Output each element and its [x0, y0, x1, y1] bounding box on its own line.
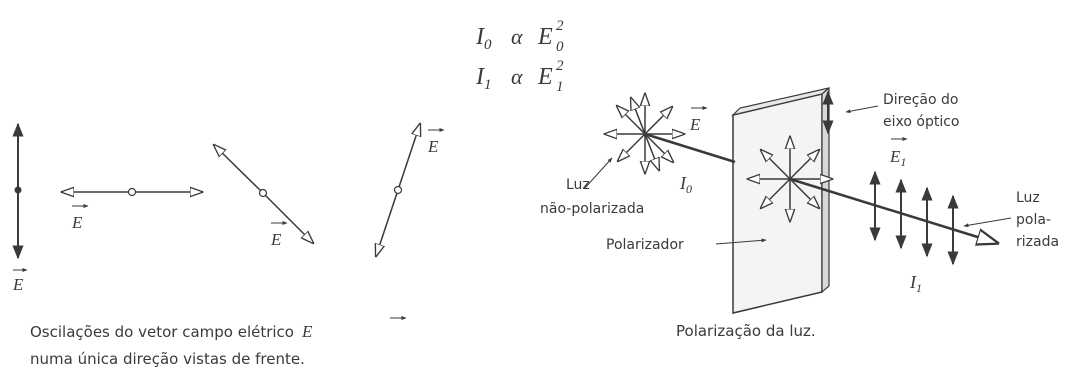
- unpolarized-star: [605, 94, 684, 173]
- svg-text:não-polarizada: não-polarizada: [540, 201, 644, 217]
- i1-label: I1: [909, 272, 922, 295]
- svg-text:2: 2: [556, 58, 564, 74]
- diagonal-vector-label: E: [270, 221, 288, 249]
- svg-text:1: 1: [556, 79, 564, 95]
- svg-text:E: E: [427, 137, 439, 156]
- svg-text:Luz: Luz: [566, 177, 590, 193]
- optical-axis-label: Direção do eixo óptico: [883, 92, 959, 130]
- svg-text:I1: I1: [909, 272, 922, 295]
- svg-text:E: E: [689, 115, 701, 134]
- svg-text:Polarização da luz.: Polarização da luz.: [676, 322, 816, 340]
- svg-text:E: E: [270, 230, 282, 249]
- svg-text:0: 0: [556, 39, 564, 55]
- svg-text:numa única direção vistas de f: numa única direção vistas de frente.: [30, 350, 305, 368]
- svg-text:α: α: [511, 24, 523, 49]
- svg-text:I1: I1: [475, 64, 492, 93]
- right-caption: Polarização da luz.: [676, 322, 816, 340]
- svg-text:eixo óptico: eixo óptico: [883, 114, 959, 130]
- light-beam: [644, 132, 997, 243]
- svg-text:E: E: [12, 275, 24, 294]
- svg-text:Polarizador: Polarizador: [606, 237, 684, 253]
- polarized-vectors: [869, 170, 959, 266]
- steep-field-vector: [376, 124, 420, 256]
- svg-text:Direção do: Direção do: [883, 92, 958, 108]
- vertical-vector-label: E: [12, 268, 28, 294]
- svg-text:E1: E1: [889, 147, 906, 169]
- unpolarized-label: Luz não-polarizada: [540, 157, 644, 217]
- horizontal-vector-label: E: [71, 204, 89, 232]
- svg-text:Luz: Luz: [1016, 190, 1040, 206]
- polarizer-plate: [731, 86, 830, 314]
- formula-i1: I1 α E 2 1: [475, 58, 564, 95]
- polarizer-label: Polarizador: [606, 237, 767, 253]
- optical-axis-arrow: [822, 90, 879, 135]
- svg-text:I0: I0: [475, 24, 492, 53]
- polarized-label: Luz pola- rizada: [963, 190, 1059, 250]
- svg-text:E: E: [537, 64, 553, 90]
- svg-text:rizada: rizada: [1016, 234, 1059, 250]
- i0-label: I0: [679, 173, 692, 196]
- svg-text:α: α: [511, 64, 523, 89]
- e1-label: E1: [889, 137, 908, 169]
- steep-vector-label: E: [427, 128, 445, 156]
- star-e-label: E: [689, 106, 708, 134]
- svg-text:I0: I0: [679, 173, 692, 196]
- svg-text:E: E: [537, 24, 553, 50]
- svg-text:E: E: [71, 213, 83, 232]
- svg-text:2: 2: [556, 18, 564, 34]
- formula-i0: I0 α E 2 0: [475, 18, 564, 55]
- plate-star: [748, 137, 832, 221]
- diagonal-field-vector: [214, 145, 313, 243]
- horizontal-field-vector: [62, 189, 202, 196]
- vertical-field-vector: [12, 122, 24, 260]
- svg-text:pola-: pola-: [1016, 212, 1051, 228]
